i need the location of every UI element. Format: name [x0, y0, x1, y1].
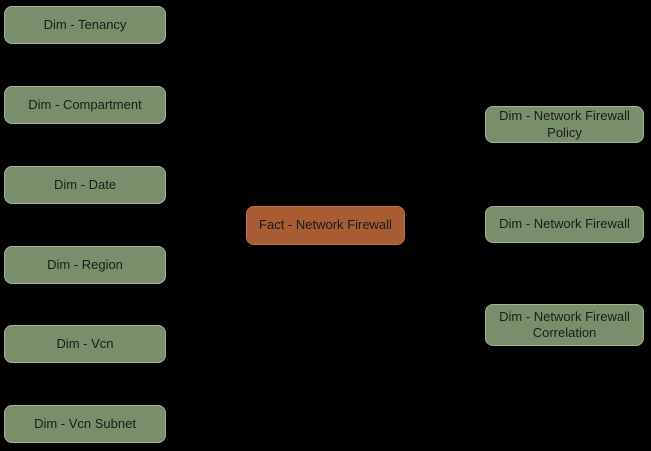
fact-network-firewall-node[interactable]: Fact - Network Firewall: [246, 206, 405, 245]
dim-compartment-label: Dim - Compartment: [28, 96, 142, 112]
dim-network-firewall-policy-node[interactable]: Dim - Network Firewall Policy: [485, 106, 644, 143]
dim-date-label: Dim - Date: [53, 176, 117, 192]
dim-tenancy-node[interactable]: Dim - Tenancy: [4, 6, 166, 44]
dim-vcn-label: Dim - Vcn: [56, 335, 114, 351]
dim-network-firewall-correlation-node[interactable]: Dim - Network Firewall Correlation: [485, 304, 644, 346]
dim-tenancy-label: Dim - Tenancy: [43, 16, 127, 32]
dim-network-firewall-node[interactable]: Dim - Network Firewall: [485, 206, 644, 243]
dim-vcn-node[interactable]: Dim - Vcn: [4, 325, 166, 363]
dim-region-label: Dim - Region: [47, 256, 123, 272]
dim-vcn-subnet-node[interactable]: Dim - Vcn Subnet: [4, 405, 166, 443]
dim-vcn-subnet-label: Dim - Vcn Subnet: [34, 415, 136, 431]
dim-network-firewall-policy-label: Dim - Network Firewall Policy: [499, 108, 630, 140]
dim-date-node[interactable]: Dim - Date: [4, 166, 166, 204]
dim-compartment-node[interactable]: Dim - Compartment: [4, 86, 166, 124]
dim-network-firewall-correlation-label: Dim - Network Firewall Correlation: [499, 308, 630, 340]
fact-network-firewall-label: Fact - Network Firewall: [259, 217, 392, 233]
dim-network-firewall-label: Dim - Network Firewall: [499, 216, 630, 232]
dim-region-node[interactable]: Dim - Region: [4, 246, 166, 284]
